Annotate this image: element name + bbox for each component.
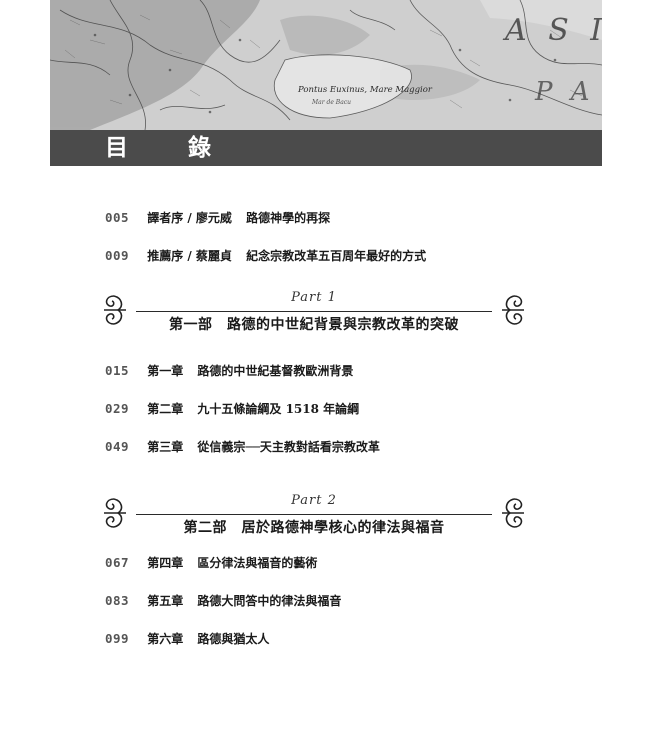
scroll-ornament-icon (502, 295, 524, 325)
entry-title: 從信義宗──天主教對話看宗教改革 (197, 440, 380, 454)
entry-label: 第一章 (147, 364, 184, 378)
toc-entry-chapter-6[interactable]: 099 第六章 路德與猶太人 (105, 629, 269, 649)
entry-label: 第二章 (147, 402, 184, 416)
entry-title: 紀念宗教改革五百周年最好的方式 (246, 249, 427, 263)
part-label: Part 2 (291, 493, 337, 508)
entry-title: 路德大問答中的律法與福音 (197, 594, 342, 608)
divider (136, 514, 492, 515)
toc-entry-chapter-1[interactable]: 015 第一章 路德的中世紀基督教歐洲背景 (105, 361, 353, 381)
entry-label: 第六章 (147, 632, 184, 646)
antique-map-illustration: Pontus Euxinus, Mare Maggior Mar de Bacu… (50, 0, 602, 130)
toc-entry-chapter-2[interactable]: 029 第二章 九十五條論綱及 1518 年論綱 (105, 399, 359, 419)
map-caption-sea: Pontus Euxinus, Mare Maggior (297, 85, 433, 95)
entry-title: 九十五條論綱及 1518 年論綱 (197, 402, 360, 416)
toc-entry-preface-2[interactable]: 009 推薦序 / 蔡麗貞 紀念宗教改革五百周年最好的方式 (105, 246, 426, 266)
page-number: 099 (105, 631, 130, 646)
page-number: 067 (105, 555, 130, 570)
page-number: 009 (105, 248, 130, 263)
map-banner: Pontus Euxinus, Mare Maggior Mar de Bacu… (50, 0, 602, 130)
scroll-ornament-icon (104, 498, 126, 528)
toc-entry-preface-1[interactable]: 005 譯者序 / 廖元威 路德神學的再探 (105, 208, 330, 228)
part-title: 第一部 路德的中世紀背景與宗教改革的突破 (169, 317, 459, 333)
toc-entry-chapter-3[interactable]: 049 第三章 從信義宗──天主教對話看宗教改革 (105, 437, 380, 457)
map-caption-sub: Mar de Bacu (311, 99, 351, 106)
entry-label: 推薦序 / 蔡麗貞 (147, 249, 232, 263)
entry-title: 區分律法與福音的藝術 (197, 556, 318, 570)
entry-title: 路德的中世紀基督教歐洲背景 (197, 364, 354, 378)
entry-label: 第五章 (147, 594, 184, 608)
title-bar: 目 錄 (50, 130, 602, 166)
page-number: 083 (105, 593, 130, 608)
toc-entry-chapter-5[interactable]: 083 第五章 路德大問答中的律法與福音 (105, 591, 341, 611)
map-large-letters: A S I (502, 13, 602, 48)
page-number: 049 (105, 439, 130, 454)
entry-label: 第四章 (147, 556, 184, 570)
entry-title: 路德神學的再探 (246, 211, 331, 225)
scroll-ornament-icon (104, 295, 126, 325)
page-number: 005 (105, 210, 130, 225)
part-1-header: Part 1 第一部 路德的中世紀背景與宗教改革的突破 (100, 290, 528, 342)
entry-label: 第三章 (147, 440, 184, 454)
scroll-ornament-icon (502, 498, 524, 528)
part-label: Part 1 (291, 290, 337, 305)
page-number: 015 (105, 363, 130, 378)
entry-title: 路德與猶太人 (197, 632, 270, 646)
map-large-letters-2: P A R (534, 77, 602, 107)
page-number: 029 (105, 401, 130, 416)
entry-label: 譯者序 / 廖元威 (147, 211, 232, 225)
toc-entry-chapter-4[interactable]: 067 第四章 區分律法與福音的藝術 (105, 553, 317, 573)
part-2-header: Part 2 第二部 居於路德神學核心的律法與福音 (100, 493, 528, 545)
divider (136, 311, 492, 312)
part-title: 第二部 居於路德神學核心的律法與福音 (183, 520, 445, 536)
page-title: 目 錄 (105, 134, 238, 161)
